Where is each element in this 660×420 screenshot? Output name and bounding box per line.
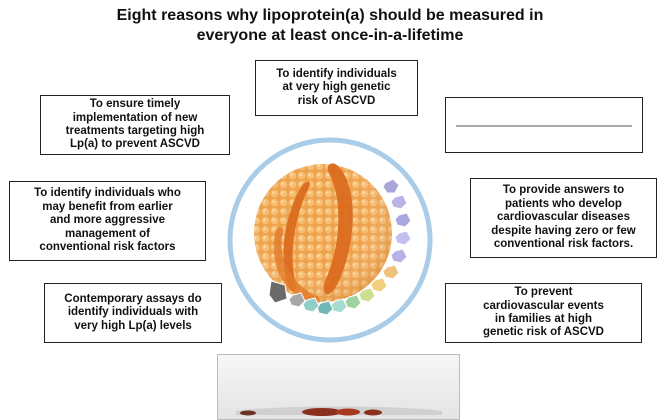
reason-box-prevent-family-events: To prevent cardiovascular events in fami…: [445, 283, 642, 343]
title-line-2: everyone at least once-in-a-lifetime: [196, 27, 464, 44]
reason-box-high-genetic-risk: To identify individuals at very high gen…: [255, 60, 418, 116]
reason-text-risk-factor-management: To identify individuals who may benefit …: [34, 187, 181, 254]
apo-a-kringle-chain: [268, 178, 412, 316]
bottom-red-blob: [240, 408, 382, 416]
lipoprotein-a-illustration: [227, 137, 433, 343]
outer-ring: [227, 137, 433, 343]
reason-text-answers-to-patients: To provide answers to patients who devel…: [491, 184, 636, 251]
reason-box-contemporary-assays: Contemporary assays do identify individu…: [44, 283, 222, 343]
reason-box-risk-factor-management: To identify individuals who may benefit …: [9, 181, 206, 261]
apob-band-lower: [273, 226, 321, 304]
reason-text-prevent-family-events: To prevent cardiovascular events in fami…: [483, 286, 604, 339]
reason-box-answers-to-patients: To provide answers to patients who devel…: [470, 178, 657, 258]
reason-box-new-treatments: To ensure timely implementation of new t…: [40, 95, 230, 155]
bottom-image-box: [217, 354, 460, 420]
reason-text-contemporary-assays: Contemporary assays do identify individu…: [64, 292, 202, 332]
apob-band-right: [323, 163, 353, 295]
title-line-1: Eight reasons why lipoprotein(a) should …: [116, 7, 544, 24]
reason-text-new-treatments: To ensure timely implementation of new t…: [65, 98, 205, 151]
reason-box-blank: [445, 97, 643, 153]
bottom-panel-illustration: [218, 355, 459, 419]
reason-text-high-genetic-risk: To identify individuals at very high gen…: [276, 67, 397, 107]
placeholder-line: [456, 125, 632, 127]
figure-title: Eight reasons why lipoprotein(a) should …: [0, 6, 660, 46]
apob-band-left: [283, 181, 311, 292]
